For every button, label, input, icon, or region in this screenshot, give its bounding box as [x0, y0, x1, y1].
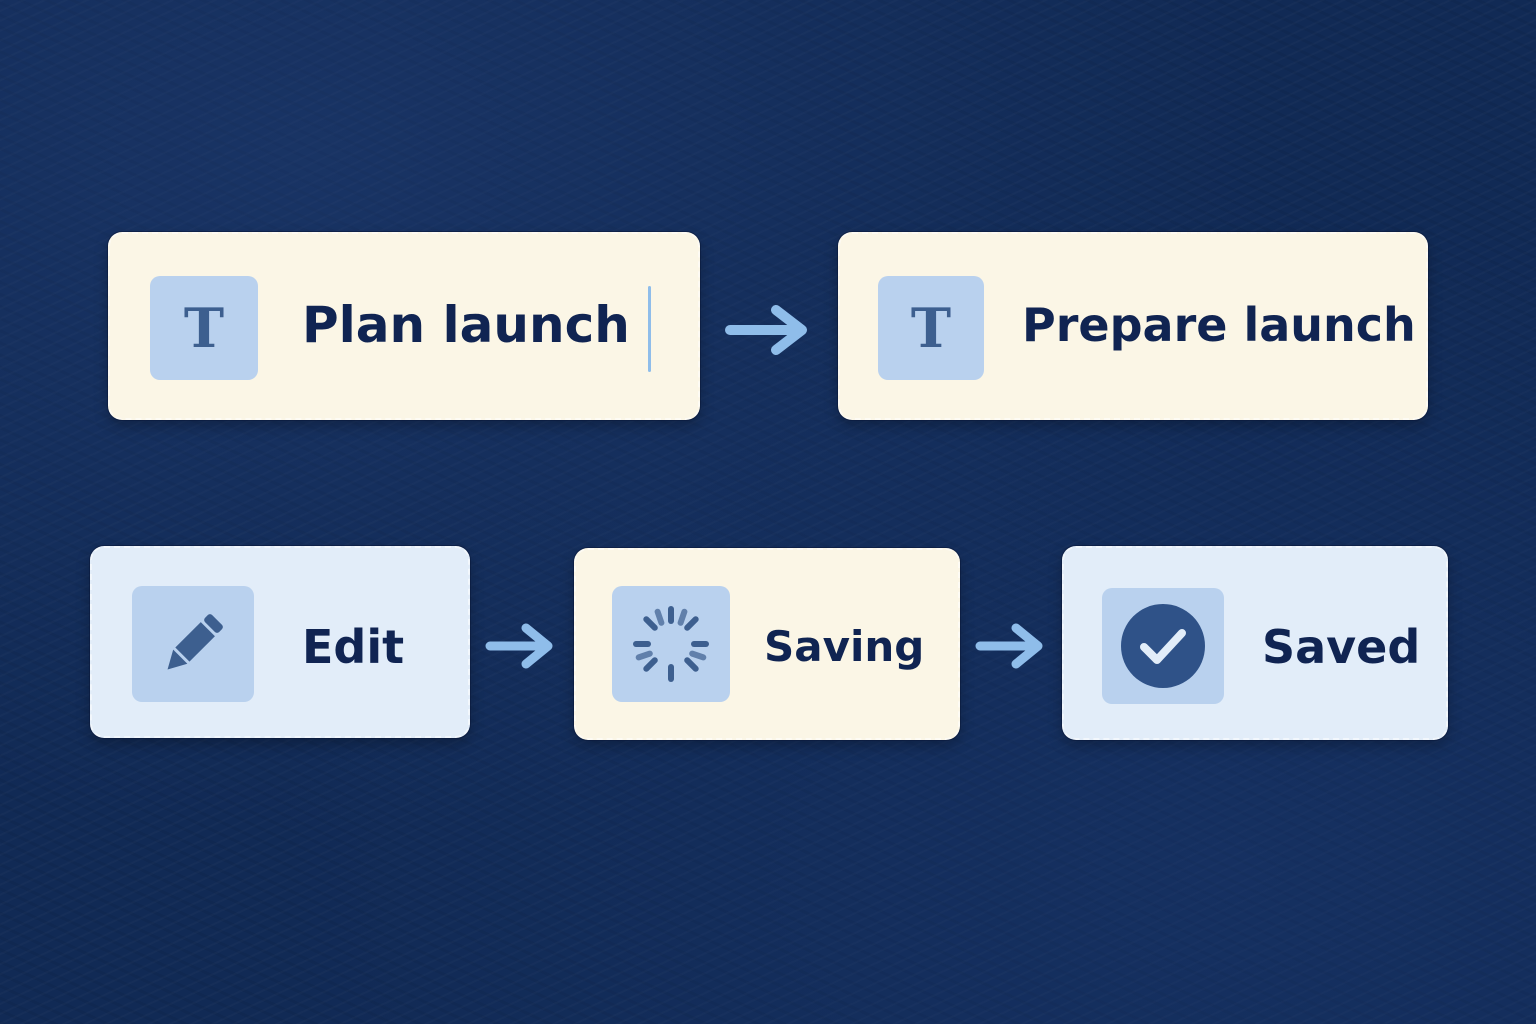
check-circle-icon-tile [1102, 588, 1224, 704]
text-field-after[interactable]: T Prepare launch [838, 232, 1428, 420]
text-icon: T [183, 296, 225, 360]
text-icon-tile: T [150, 276, 258, 380]
saved-label: Saved [1262, 620, 1421, 674]
saving-state[interactable]: Saving [574, 548, 960, 740]
text-field-before[interactable]: T Plan launch [108, 232, 700, 420]
text-icon-tile: T [878, 276, 984, 380]
saved-state[interactable]: Saved [1062, 546, 1448, 740]
text-field-value: Plan launch [302, 296, 630, 354]
check-circle-icon [1121, 604, 1205, 688]
saving-label: Saving [764, 622, 925, 671]
pencil-icon [167, 614, 223, 670]
text-field-value: Prepare launch [1022, 298, 1416, 352]
spinner-icon-tile [612, 586, 730, 702]
edit-label: Edit [302, 620, 405, 674]
pencil-icon-tile [132, 586, 254, 702]
edit-state[interactable]: Edit [90, 546, 470, 738]
text-icon: T [910, 296, 952, 360]
arrow-right-icon [485, 623, 553, 669]
text-cursor [648, 286, 651, 372]
spinner-icon [633, 606, 709, 682]
arrow-right-icon [725, 305, 807, 355]
arrow-right-icon [975, 623, 1043, 669]
